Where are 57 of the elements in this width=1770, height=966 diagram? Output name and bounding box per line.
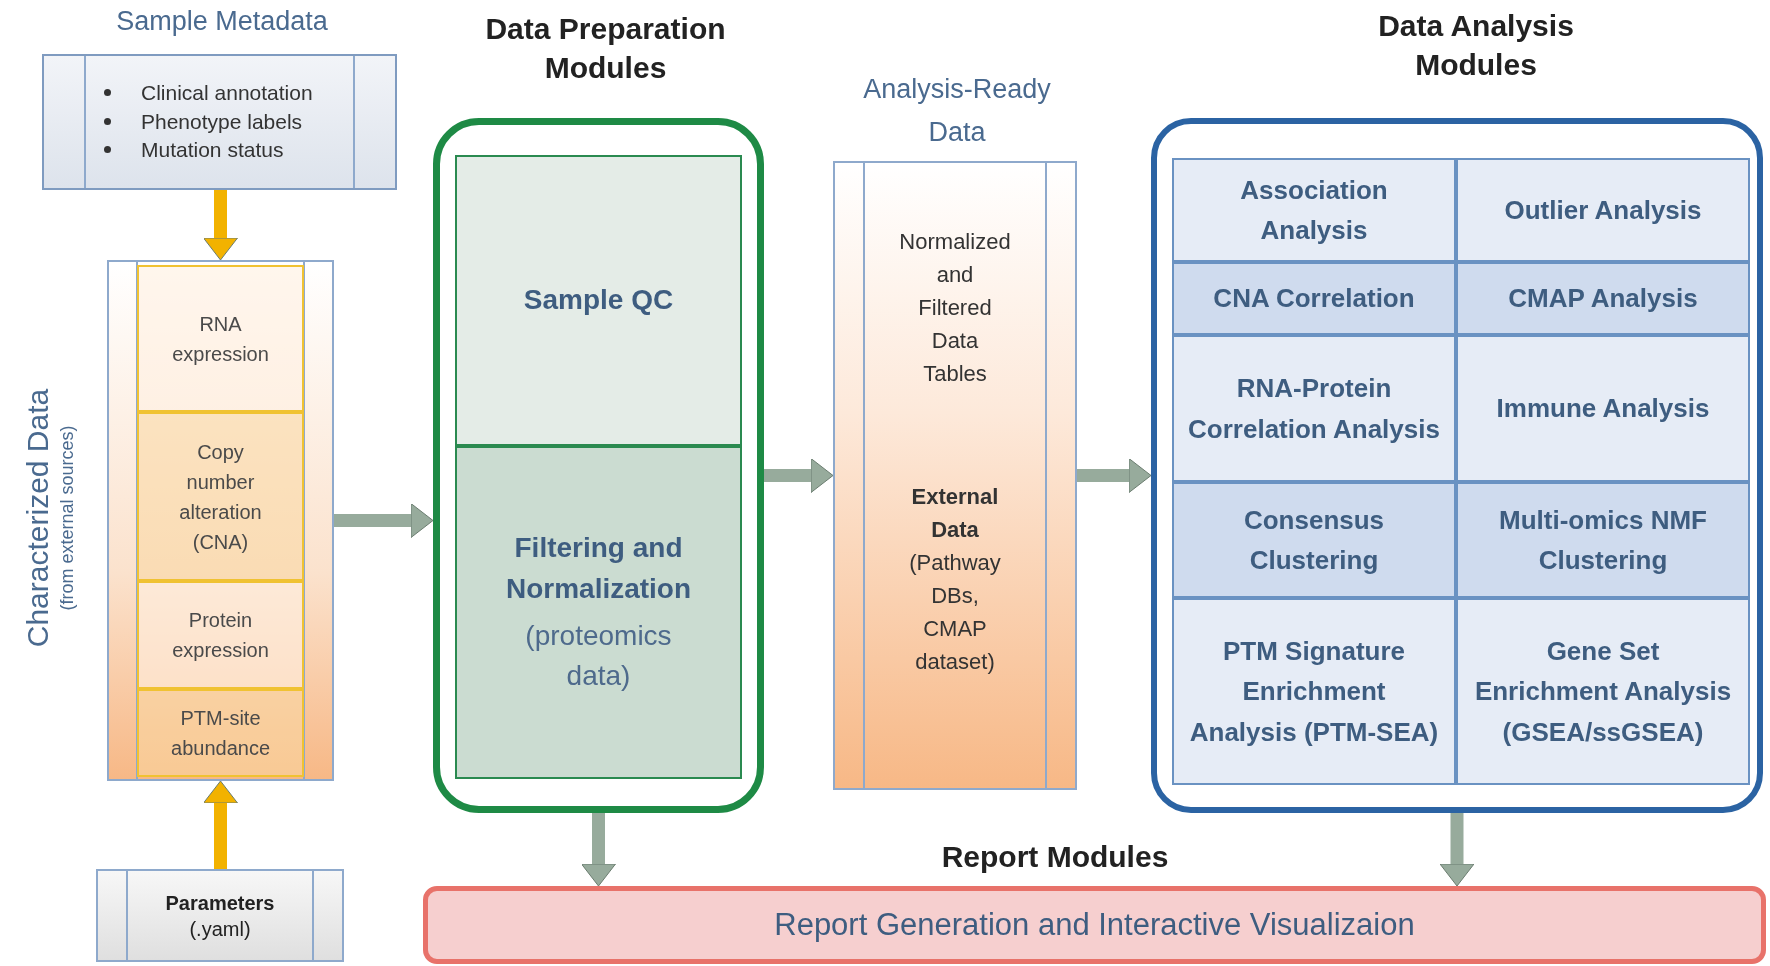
module-box <box>455 155 742 446</box>
box-label: CMAP Analysis <box>1507 282 1699 316</box>
arrow <box>1439 813 1475 887</box>
section-heading: Report Modules <box>940 839 1170 875</box>
box-label: Protein expression <box>171 608 270 663</box>
box-label: Copy number alteration (CNA) <box>178 439 263 555</box>
box-label: Immune Analysis <box>1495 392 1711 426</box>
box-label: (.yaml) <box>188 916 252 942</box>
data-type-box <box>137 689 304 777</box>
box-label: External Data <box>910 483 1000 544</box>
data-type-box <box>137 265 304 412</box>
data-type-box <box>137 581 304 689</box>
module-cell <box>1456 158 1750 262</box>
box-label: Association Analysis <box>1239 173 1389 247</box>
arrow <box>203 190 238 261</box>
arrow <box>334 503 434 538</box>
parameters-box <box>96 869 344 962</box>
box-label: CNA Correlation <box>1212 282 1416 316</box>
module-cell <box>1456 262 1750 335</box>
data-type-box <box>137 412 304 581</box>
box-label: Filtering and Normalization <box>504 531 693 606</box>
module-cell <box>1172 598 1456 785</box>
arrow <box>1077 458 1152 493</box>
module-cell <box>1456 598 1750 785</box>
box-label: RNA expression <box>171 311 270 367</box>
section-heading: Analysis-Ready Data <box>862 73 1052 150</box>
module-cell <box>1172 482 1456 598</box>
list-item: Phenotype labels <box>141 108 304 135</box>
module-cell <box>1172 158 1456 262</box>
box-label: Consensus Clustering <box>1242 503 1386 577</box>
box-label: PTM Signature Enrichment Analysis (PTM-SEA) <box>1188 635 1440 749</box>
box-label: (Pathway DBs, CMAP dataset) <box>908 549 1002 676</box>
box-label: Gene Set Enrichment Analysis (GSEA/ssGSEA) <box>1473 635 1733 749</box>
box-label: PTM-site abundance <box>170 706 271 761</box>
arrow <box>203 780 238 869</box>
arrow <box>764 458 834 493</box>
box-label: Parameters <box>164 890 276 916</box>
module-box <box>455 446 742 779</box>
box-label: Outlier Analysis <box>1503 193 1703 227</box>
module-cell <box>1456 335 1750 482</box>
box-label: RNA-Protein Correlation Analysis <box>1187 372 1441 446</box>
box-label: Report Generation and Interactive Visualizaion <box>773 905 1416 944</box>
box-label: (proteomics data) <box>524 618 673 694</box>
column-heading: Characterized Data <box>20 387 55 650</box>
section-heading: Data Analysis Modules <box>1377 8 1575 83</box>
section-heading: Sample Metadata <box>115 5 329 38</box>
arrow <box>581 813 616 887</box>
module-cell <box>1172 262 1456 335</box>
module-cell <box>1172 335 1456 482</box>
section-heading: Data Preparation Modules <box>484 11 727 86</box>
box-label: Sample QC <box>522 283 675 318</box>
list-item: Clinical annotation <box>141 80 314 107</box>
box-label: Multi-omics NMF Clustering <box>1498 503 1708 577</box>
box-label: Normalized and Filtered Data Tables <box>898 228 1012 388</box>
module-cell <box>1456 482 1750 598</box>
column-subheading: (from external sources) <box>56 424 78 613</box>
list-item: Mutation status <box>141 137 285 164</box>
